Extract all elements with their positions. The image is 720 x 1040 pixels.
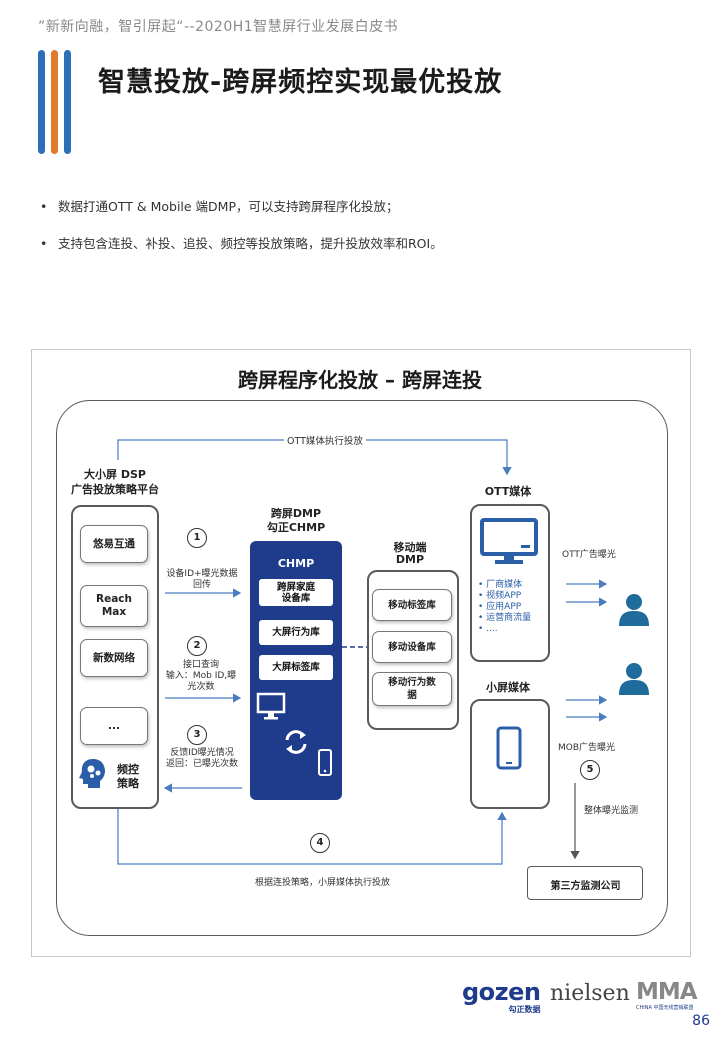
mma-logo: MMA CHINA 中国无线营销联盟: [636, 979, 698, 1011]
ott-list-item: • 应用APP: [478, 602, 522, 612]
gozen-logo: gozen 勾正数据: [462, 980, 541, 1015]
ott-list-item: • 运营商流量: [478, 613, 532, 623]
mobile-dmp-item-behavior: 移动行为数 据: [372, 672, 452, 706]
chmp-sync-icon: [285, 730, 307, 754]
chmp-item-family-device: 跨屏家庭 设备库: [259, 579, 333, 606]
dsp-item-xinshu: 新数网络: [80, 639, 148, 677]
nielsen-logo: nielsen: [550, 981, 630, 1006]
ott-media-title: OTT媒体: [484, 485, 532, 498]
mobile-dmp-item-tags: 移动标签库: [372, 589, 452, 621]
freq-strategy-label: 频控 策略: [117, 763, 139, 790]
diagram-title: 跨屏程序化投放 – 跨屏连投: [238, 368, 482, 392]
step2-number: 2: [187, 636, 207, 656]
ott-list-item: • 厂商媒体: [478, 580, 523, 590]
page-number: 86: [692, 1013, 710, 1029]
mma-logo-text: MMA: [636, 979, 698, 1005]
chmp-monitor-icon: [256, 692, 286, 720]
ott-list-item: • ....: [478, 624, 498, 634]
step3-text: 反馈ID曝光情况 返回：已曝光次数: [165, 748, 238, 769]
chmp-title-line2: 勾正CHMP: [266, 521, 326, 534]
chmp-item-tags: 大屏标签库: [259, 655, 333, 680]
dsp-title-line1: 大小屏 DSP: [84, 468, 146, 481]
top-flow-label: OTT媒体执行投放: [284, 433, 366, 447]
person-icon: [619, 663, 649, 695]
third-party-label: 第三方监测公司: [550, 881, 621, 892]
bullet-1: •数据打通OTT & Mobile 端DMP，可以支持跨屏程序化投放；: [40, 199, 399, 214]
step1-number: 1: [187, 528, 207, 548]
report-subtitle: ”新新向融，智引屏起“--2020H1智慧屏行业发展白皮书: [38, 19, 399, 35]
step4-arrow: [117, 806, 507, 865]
dsp-item-more: ...: [80, 707, 148, 745]
chmp-phone-icon: [318, 749, 332, 776]
freq-head-icon: [79, 759, 105, 788]
dsp-item-reachmax: Reach Max: [80, 585, 148, 627]
mobile-dmp-title-line2: DMP: [395, 553, 425, 566]
page-title: 智慧投放-跨屏频控实现最优投放: [98, 67, 503, 98]
step1-text: 设备ID+曝光数据 回传: [166, 569, 238, 590]
gozen-logo-text: gozen: [462, 978, 541, 1006]
step2-text: 接口查询 输入：Mob ID,曝 光次数: [165, 660, 237, 692]
tv-icon: [480, 518, 538, 564]
mob-exposure-label: MOB广告曝光: [558, 743, 616, 753]
person-icon: [619, 594, 649, 626]
accent-bar-1: [38, 50, 45, 154]
diagram-frame: [31, 349, 691, 957]
ott-list-item: • 视频APP: [478, 591, 522, 601]
accent-bar-3: [64, 50, 71, 154]
diagram-rounded-border: [56, 400, 668, 936]
chmp-item-behavior: 大屏行为库: [259, 620, 333, 645]
bullet-2: •支持包含连投、补投、追投、频控等投放策略，提升投放效率和ROI。: [40, 236, 443, 251]
bullet-2-text: 支持包含连投、补投、追投、频控等投放策略，提升投放效率和ROI。: [58, 236, 443, 251]
third-party-box: [527, 866, 643, 900]
gozen-logo-sub: 勾正数据: [508, 1005, 541, 1014]
dsp-item-youyi: 悠易互通: [80, 525, 148, 563]
step3-number: 3: [187, 725, 207, 745]
step4-text: 根据连投策略，小屏媒体执行投放: [255, 878, 391, 888]
step4-number: 4: [310, 833, 330, 853]
small-screen-box: [470, 699, 550, 809]
dsp-title-line2: 广告投放策略平台: [71, 483, 159, 496]
ott-media-list: • 厂商媒体 • 视频APP • 应用APP • 运营商流量 • ....: [478, 580, 531, 635]
mobile-dmp-item-devices: 移动设备库: [372, 631, 452, 663]
step5-number: 5: [580, 760, 600, 780]
chmp-title-line1: 跨屏DMP: [270, 507, 322, 520]
phone-icon: [496, 726, 522, 770]
small-screen-title: 小屏媒体: [486, 681, 530, 694]
accent-bar-2: [51, 50, 58, 154]
chmp-header: CHMP: [277, 557, 315, 570]
bullet-1-text: 数据打通OTT & Mobile 端DMP，可以支持跨屏程序化投放；: [58, 199, 399, 214]
mobile-dmp-title-line1: 移动端: [393, 541, 427, 554]
ott-exposure-label: OTT广告曝光: [562, 550, 616, 560]
step5-text: 整体曝光监测: [584, 806, 639, 816]
mma-logo-sub: CHINA 中国无线营销联盟: [636, 1005, 694, 1011]
